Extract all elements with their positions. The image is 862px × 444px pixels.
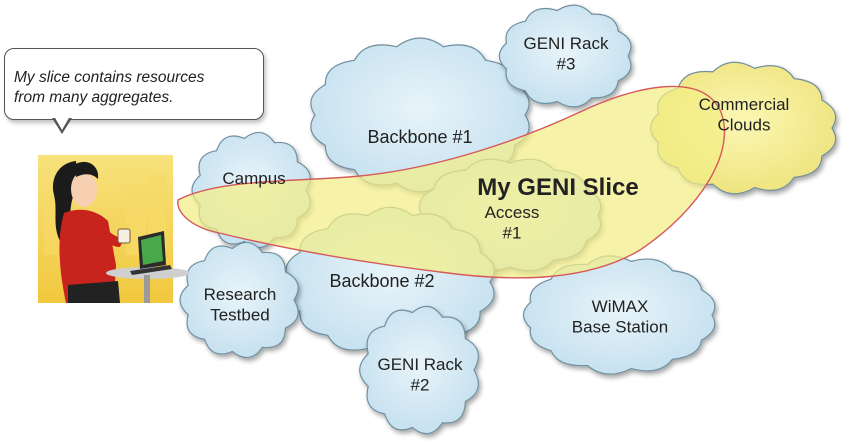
label-backbone2-line-1: Backbone #2 bbox=[329, 271, 434, 291]
label-access1-line-2: #1 bbox=[503, 223, 522, 242]
geni-slice-shape bbox=[177, 85, 726, 279]
slice-label: My GENI Slice bbox=[477, 174, 638, 201]
label-research-line-1: Research bbox=[204, 285, 277, 304]
label-wimax-line-2: Base Station bbox=[572, 317, 668, 336]
label-commercial-line-1: Commercial bbox=[699, 95, 790, 114]
label-research-line-2: Testbed bbox=[210, 305, 270, 324]
label-access1-line-1: Access bbox=[485, 203, 540, 222]
label-wimax-line-1: WiMAX bbox=[592, 297, 649, 316]
speech-line-2: from many aggregates. bbox=[14, 89, 174, 106]
speech-line-1: My slice contains resources bbox=[14, 69, 205, 86]
person-with-laptop-icon bbox=[38, 155, 190, 303]
label-genirack3-line-1: GENI Rack bbox=[523, 34, 609, 53]
cloud-genirack3 bbox=[498, 4, 632, 108]
cloud-genirack2 bbox=[359, 305, 479, 435]
cloud-research bbox=[179, 241, 299, 359]
speech-bubble bbox=[4, 48, 264, 120]
label-campus-line-1: Campus bbox=[222, 169, 285, 188]
speech-bubble-text: My slice contains resources from many ag… bbox=[14, 68, 259, 108]
label-commercial-line-2: Clouds bbox=[718, 115, 771, 134]
label-backbone1-line-1: Backbone #1 bbox=[367, 127, 472, 147]
label-genirack2-line-1: GENI Rack bbox=[377, 355, 463, 374]
label-genirack3-line-2: #3 bbox=[557, 54, 576, 73]
label-genirack2-line-2: #2 bbox=[411, 375, 430, 394]
cloud-wimax bbox=[522, 255, 716, 375]
